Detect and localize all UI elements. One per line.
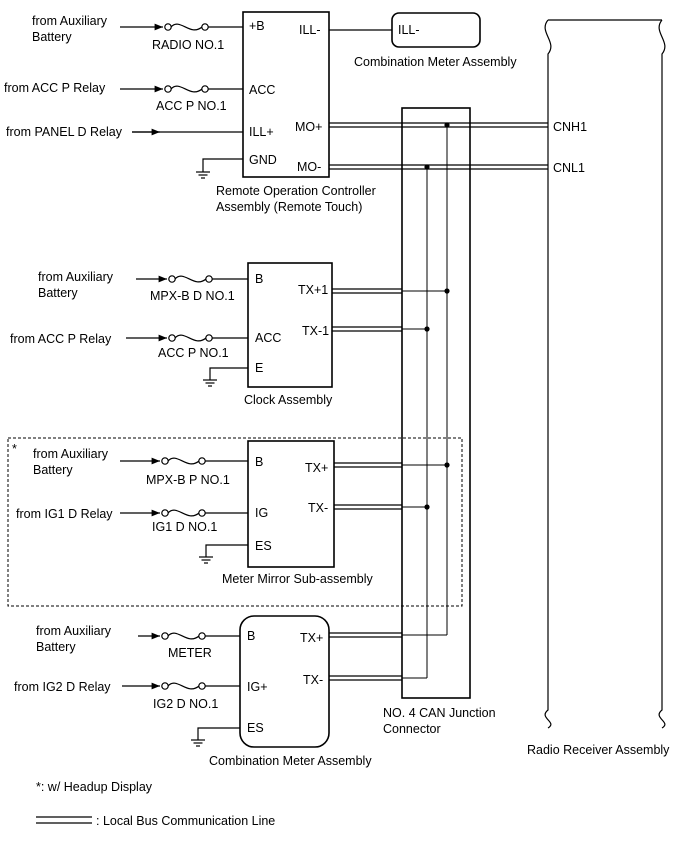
- source-panel-d-relay: from PANEL D Relay: [6, 125, 123, 139]
- mirror-label: Meter Mirror Sub-assembly: [222, 572, 373, 586]
- roc-pin-b: +B: [249, 19, 265, 33]
- bus-clock-lines: [332, 288, 402, 332]
- mirror-pin-tx-minus: TX-: [308, 501, 328, 515]
- fuse-radio-no1: [164, 23, 209, 31]
- legend-double-line: [36, 816, 92, 824]
- cm-ground-symbol: [191, 727, 240, 747]
- clock-pin-tx-minus: TX-1: [302, 324, 329, 338]
- source-aux-battery-4a: from Auxiliary: [36, 624, 112, 638]
- source-aux-battery-4b: Battery: [36, 640, 76, 654]
- fuse-acc-p-no1-a: [164, 85, 209, 93]
- roc-label-2: Assembly (Remote Touch): [216, 200, 362, 214]
- mirror-pin-ig: IG: [255, 506, 268, 520]
- combination-meter-top-pin: ILL-: [398, 23, 420, 37]
- footnote: *: w/ Headup Display: [36, 780, 153, 794]
- junction-internal-wires: [402, 290, 447, 679]
- roc-pin-mo-minus: MO-: [297, 160, 321, 174]
- source-aux-battery-3b: Battery: [33, 463, 73, 477]
- source-ig1-d-relay: from IG1 D Relay: [16, 507, 113, 521]
- source-aux-battery-2b: Battery: [38, 286, 78, 300]
- roc-label-1: Remote Operation Controller: [216, 184, 376, 198]
- cm-pin-es: ES: [247, 721, 264, 735]
- fuse-mpx-b-d-label: MPX-B D NO.1: [150, 289, 235, 303]
- clock-assembly: [247, 262, 333, 388]
- legend-label: : Local Bus Communication Line: [96, 814, 275, 828]
- mirror-pin-es: ES: [255, 539, 272, 553]
- cm-pin-b: B: [247, 629, 255, 643]
- source-aux-battery-1b: Battery: [32, 30, 72, 44]
- clock-ground-symbol: [203, 367, 248, 387]
- source-aux-battery-3a: from Auxiliary: [33, 447, 109, 461]
- roc-pin-ill-minus: ILL-: [299, 23, 321, 37]
- fuse-ig1-d-no1: [161, 509, 206, 517]
- roc-pin-gnd: GND: [249, 153, 277, 167]
- mirror-pin-tx-plus: TX+: [305, 461, 328, 475]
- source-acc-p-relay-2: from ACC P Relay: [10, 332, 112, 346]
- junction-label-2: Connector: [383, 722, 441, 736]
- bus-mirror-lines: [334, 462, 402, 510]
- cnh1-label: CNH1: [553, 120, 587, 134]
- roc-pin-mo-plus: MO+: [295, 120, 322, 134]
- source-acc-p-relay-1: from ACC P Relay: [4, 81, 106, 95]
- remote-operation-controller: [242, 11, 330, 178]
- fuse-radio-label: RADIO NO.1: [152, 38, 224, 52]
- source-aux-battery-1a: from Auxiliary: [32, 14, 108, 28]
- fuse-meter-label: METER: [168, 646, 212, 660]
- combination-meter-assembly: [239, 615, 330, 748]
- source-aux-battery-2a: from Auxiliary: [38, 270, 114, 284]
- clock-pin-tx-plus: TX+1: [298, 283, 328, 297]
- cm-pin-tx-plus: TX+: [300, 631, 323, 645]
- roc-ground-symbol: [196, 158, 243, 179]
- fuse-mpx-b-p-label: MPX-B P NO.1: [146, 473, 230, 487]
- fuse-acc-p-label-2: ACC P NO.1: [158, 346, 229, 360]
- mirror-ground-symbol: [199, 544, 248, 564]
- clock-pin-b: B: [255, 272, 263, 286]
- fuse-mpx-b-p-no1: [161, 457, 206, 465]
- roc-pin-acc: ACC: [249, 83, 275, 97]
- clock-pin-acc: ACC: [255, 331, 281, 345]
- cm-pin-ig: IG+: [247, 680, 268, 694]
- radio-receiver-label: Radio Receiver Assembly: [527, 743, 670, 757]
- cnl1-label: CNL1: [553, 161, 585, 175]
- bus-mo-lines: [329, 122, 548, 170]
- bus-cm-lines: [329, 632, 402, 681]
- can-junction-connector: [401, 107, 471, 699]
- clock-label: Clock Assembly: [244, 393, 333, 407]
- clock-pin-e: E: [255, 361, 263, 375]
- combination-meter-top-label: Combination Meter Assembly: [354, 55, 517, 69]
- meter-mirror-sub-assembly: [247, 440, 335, 568]
- fuse-mpx-b-d-no1: [168, 275, 213, 283]
- junction-label-1: NO. 4 CAN Junction: [383, 706, 496, 720]
- cm-pin-tx-minus: TX-: [303, 673, 323, 687]
- fuse-acc-p-label-1: ACC P NO.1: [156, 99, 227, 113]
- fuse-meter: [161, 632, 206, 640]
- combination-meter-top-box: [391, 12, 481, 48]
- roc-pin-ill: ILL+: [249, 125, 274, 139]
- headup-star: *: [12, 442, 17, 456]
- fuse-ig2-label: IG2 D NO.1: [153, 697, 218, 711]
- fuse-acc-p-no1-b: [168, 334, 213, 342]
- source-ig2-d-relay: from IG2 D Relay: [14, 680, 111, 694]
- radio-receiver-outline: [544, 19, 666, 729]
- headup-display-group: [7, 437, 463, 607]
- fuse-ig2-d-no1: [161, 682, 206, 690]
- fuse-ig1-label: IG1 D NO.1: [152, 520, 217, 534]
- cm-label: Combination Meter Assembly: [209, 754, 372, 768]
- mirror-pin-b: B: [255, 455, 263, 469]
